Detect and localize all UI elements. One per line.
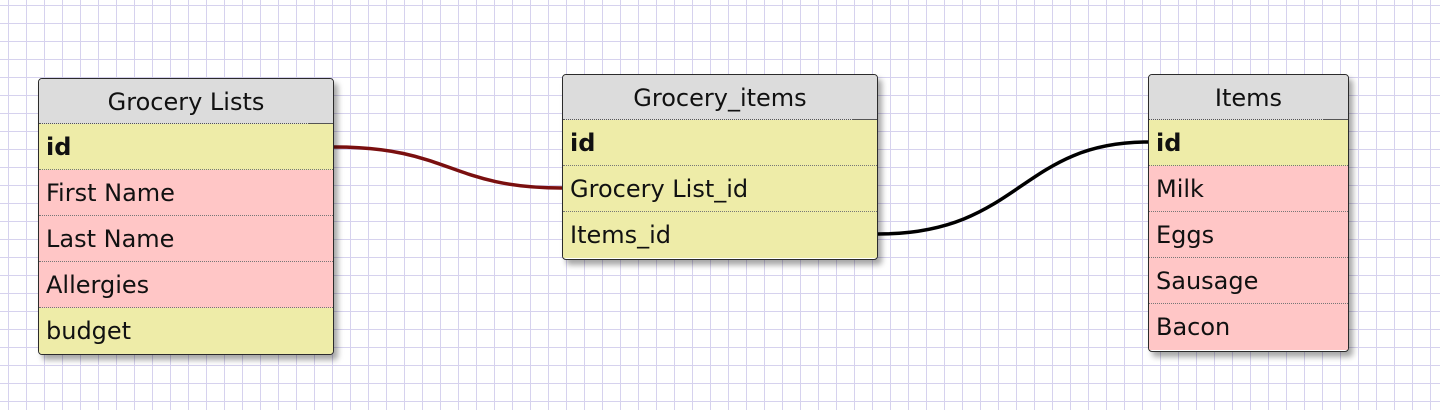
field-last-name[interactable]: Last Name xyxy=(39,216,333,262)
table-grocery-lists[interactable]: Grocery Lists id First Name Last Name Al… xyxy=(38,78,334,355)
table-title[interactable]: Grocery_items xyxy=(563,75,877,120)
table-title[interactable]: Grocery Lists xyxy=(39,79,333,124)
field-allergies[interactable]: Allergies xyxy=(39,262,333,308)
table-grocery-items[interactable]: Grocery_items id Grocery List_id Items_i… xyxy=(562,74,878,260)
field-eggs[interactable]: Eggs xyxy=(1149,212,1348,258)
field-bacon[interactable]: Bacon xyxy=(1149,304,1348,350)
field-first-name[interactable]: First Name xyxy=(39,170,333,216)
table-items[interactable]: Items id Milk Eggs Sausage Bacon xyxy=(1148,74,1349,352)
field-items-id[interactable]: Items_id xyxy=(563,212,877,258)
field-budget[interactable]: budget xyxy=(39,308,333,354)
field-id[interactable]: id xyxy=(563,120,877,166)
field-grocery-list-id[interactable]: Grocery List_id xyxy=(563,166,877,212)
field-id[interactable]: id xyxy=(1149,120,1348,166)
field-id[interactable]: id xyxy=(39,124,333,170)
field-milk[interactable]: Milk xyxy=(1149,166,1348,212)
field-sausage[interactable]: Sausage xyxy=(1149,258,1348,304)
relationship-line-grocery-items-to-items[interactable] xyxy=(876,140,1150,236)
table-title[interactable]: Items xyxy=(1149,75,1348,120)
relationship-line-grocery-lists-to-grocery-items[interactable] xyxy=(332,145,564,190)
